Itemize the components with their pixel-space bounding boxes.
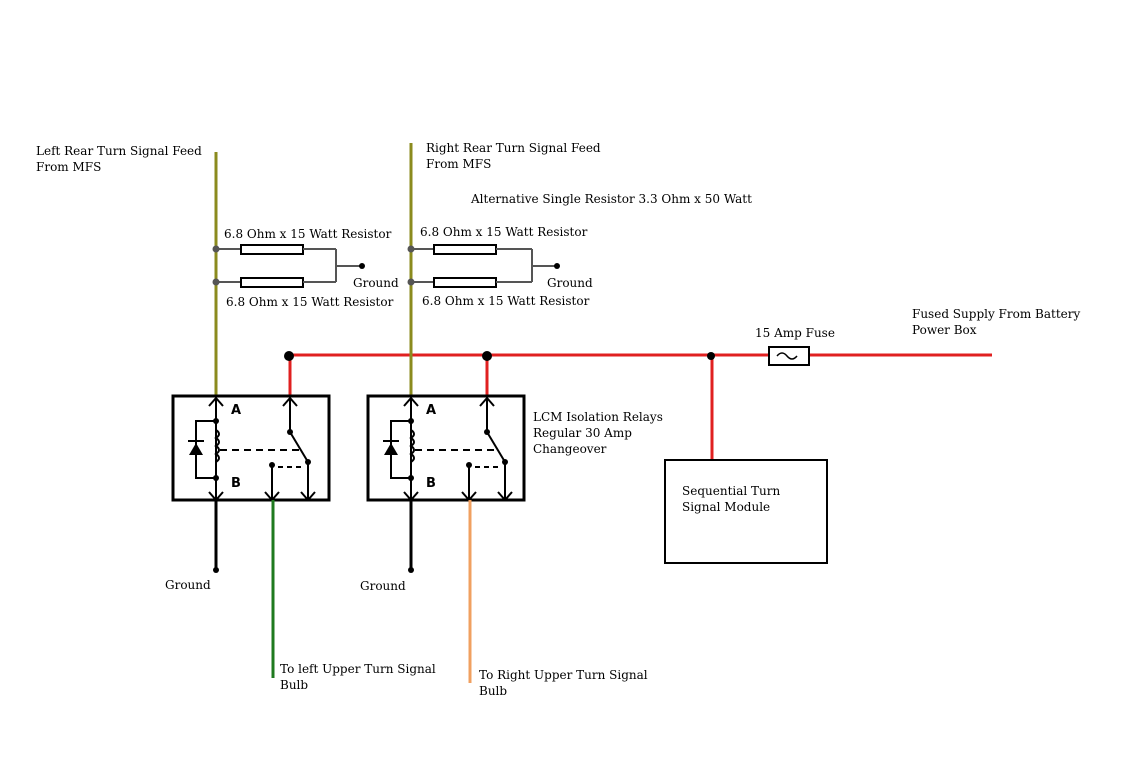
left-resistor-top-label: 6.8 Ohm x 15 Watt Resistor (224, 227, 392, 241)
module-label-line2: Signal Module (682, 500, 771, 514)
right-relay-terminal-a: A (426, 403, 437, 418)
left-resistor-bottom (240, 277, 304, 288)
bus-junction-module (707, 352, 715, 360)
right-relay-terminal-b: B (426, 476, 436, 491)
right-output-label: To Right Upper Turn Signal Bulb (479, 667, 648, 699)
right-output-label-line1: To Right Upper Turn Signal (479, 668, 648, 682)
relays-label-line2: Regular 30 Amp (533, 426, 632, 440)
fuse-symbol (768, 346, 810, 366)
relays-label-line1: LCM Isolation Relays (533, 410, 663, 424)
left-feed-label-line2: From MFS (36, 160, 102, 174)
right-resistor-top (433, 244, 497, 255)
left-output-label-line1: To left Upper Turn Signal (280, 662, 436, 676)
right-relay-ground-label: Ground (360, 579, 406, 593)
left-feed-label-line1: Left Rear Turn Signal Feed (36, 144, 202, 158)
left-relay (171, 394, 331, 502)
left-resistor-pair (212, 244, 365, 288)
relays-label-line3: Changeover (533, 442, 607, 456)
module-label: Sequential Turn Signal Module (682, 483, 780, 515)
module-label-line1: Sequential Turn (682, 484, 781, 498)
left-output-label-line2: Bulb (280, 678, 309, 692)
right-resistor-ground-label: Ground (547, 276, 593, 290)
alternative-resistor-note: Alternative Single Resistor 3.3 Ohm x 50… (471, 192, 752, 206)
left-output-label: To left Upper Turn Signal Bulb (280, 661, 436, 693)
fuse-label: 15 Amp Fuse (755, 326, 835, 340)
right-resistor-bottom-label: 6.8 Ohm x 15 Watt Resistor (422, 294, 590, 308)
right-feed-label-line1: Right Rear Turn Signal Feed (426, 141, 601, 155)
right-feed-label: Right Rear Turn Signal Feed From MFS (426, 140, 601, 172)
left-resistor-ground-label: Ground (353, 276, 399, 290)
supply-label-line2: Power Box (912, 323, 977, 337)
right-relay (366, 394, 526, 502)
left-feed-label: Left Rear Turn Signal Feed From MFS (36, 143, 202, 175)
left-relay-ground-label: Ground (165, 578, 211, 592)
bus-junction-right (482, 351, 492, 361)
supply-label-line1: Fused Supply From Battery (912, 307, 1081, 321)
right-feed-label-line2: From MFS (426, 157, 492, 171)
right-output-label-line2: Bulb (479, 684, 508, 698)
right-resistor-pair (407, 244, 560, 288)
relays-label: LCM Isolation Relays Regular 30 Amp Chan… (533, 409, 663, 457)
left-relay-terminal-a: A (231, 403, 242, 418)
right-resistor-bottom (433, 277, 497, 288)
left-resistor-bottom-label: 6.8 Ohm x 15 Watt Resistor (226, 295, 394, 309)
bus-junction-left (284, 351, 294, 361)
supply-label: Fused Supply From Battery Power Box (912, 306, 1080, 338)
right-resistor-top-label: 6.8 Ohm x 15 Watt Resistor (420, 225, 588, 239)
sequential-module-box (664, 459, 828, 564)
left-relay-terminal-b: B (231, 476, 241, 491)
left-resistor-top (240, 244, 304, 255)
